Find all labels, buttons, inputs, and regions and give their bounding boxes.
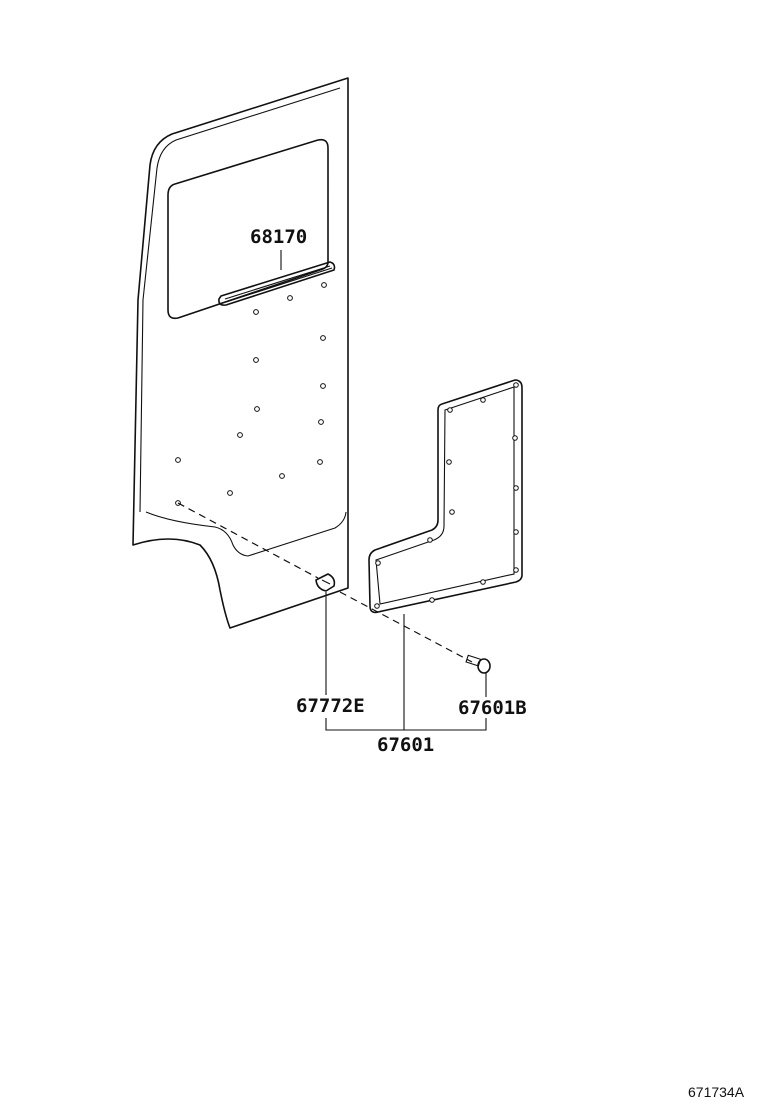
figure-code: 671734A xyxy=(688,1084,745,1100)
clip-67772e xyxy=(315,573,336,592)
glass-run-strip xyxy=(218,261,336,306)
trim-board xyxy=(368,379,523,614)
label-68170: 68170 xyxy=(250,226,307,248)
leader-lines xyxy=(280,250,487,731)
label-67772e: 67772E xyxy=(296,695,365,717)
label-67601b: 67601B xyxy=(458,697,527,719)
clip-67601b xyxy=(465,654,491,674)
trim-board-holes xyxy=(374,382,519,609)
assembly-line xyxy=(177,502,473,663)
door-mounting-holes xyxy=(175,282,327,506)
label-67601: 67601 xyxy=(377,734,434,756)
door-panel xyxy=(132,77,349,629)
